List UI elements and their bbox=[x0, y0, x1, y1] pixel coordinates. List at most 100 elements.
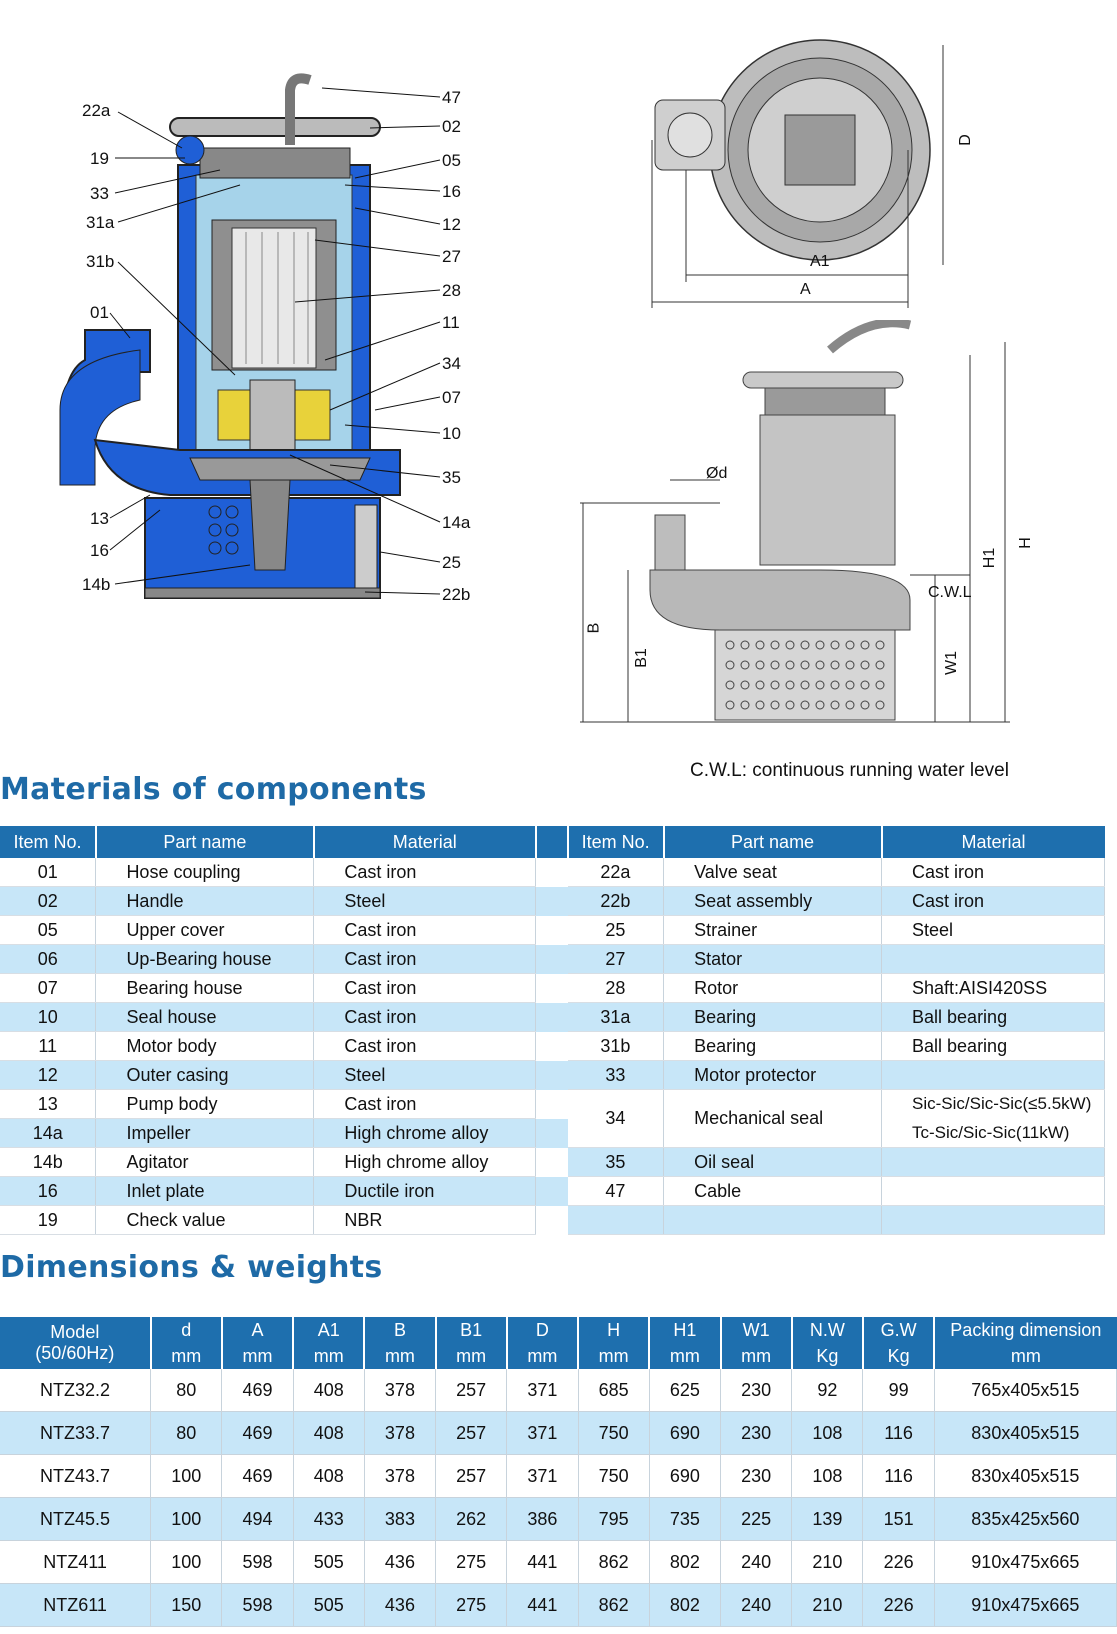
dim-cell: 80 bbox=[150, 1411, 223, 1455]
dim-unit: mm bbox=[506, 1343, 580, 1369]
dim-cell: 494 bbox=[221, 1497, 294, 1541]
dim-cell: 408 bbox=[293, 1369, 365, 1412]
materials-heading: Materials of components bbox=[0, 772, 427, 807]
material: Cast iron bbox=[313, 1002, 537, 1032]
table-row: 06 Up-Bearing house Cast iron 27 Stator bbox=[0, 944, 1105, 974]
item-no: 06 bbox=[0, 944, 97, 974]
dim-unit: Kg bbox=[791, 1343, 864, 1369]
material: Ball bearing bbox=[881, 1002, 1105, 1032]
callout-27: 27 bbox=[442, 247, 461, 266]
part-name: Agitator bbox=[95, 1147, 315, 1177]
callout-34: 34 bbox=[442, 354, 461, 373]
item-no: 10 bbox=[0, 1002, 97, 1032]
callout-11: 11 bbox=[442, 313, 460, 332]
part-name: Bearing house bbox=[95, 973, 315, 1003]
dim-unit: Kg bbox=[862, 1343, 936, 1369]
dim-cell: 802 bbox=[649, 1583, 722, 1627]
dim-unit: mm bbox=[364, 1343, 437, 1369]
dim-header-model-label: Model bbox=[50, 1322, 100, 1342]
dim-cell: 240 bbox=[720, 1540, 793, 1584]
dim-label-W1: W1 bbox=[943, 651, 960, 675]
material: Steel bbox=[313, 886, 537, 916]
dim-label-B: B bbox=[585, 622, 603, 634]
material: Ball bearing bbox=[881, 1031, 1105, 1061]
dim-label-B1: B1 bbox=[632, 648, 650, 668]
part-name: Upper cover bbox=[95, 915, 315, 945]
dim-cell: 469 bbox=[221, 1411, 294, 1455]
part-name: Bearing bbox=[663, 1031, 883, 1061]
table-row: 11 Motor body Cast iron 31b Bearing Ball… bbox=[0, 1031, 1105, 1061]
dim-cell: 802 bbox=[649, 1540, 722, 1584]
dim-cell: 99 bbox=[862, 1369, 935, 1412]
dim-cell: 383 bbox=[364, 1497, 437, 1541]
dim-header-d: d bbox=[150, 1317, 223, 1343]
model-cell: NTZ32.2 bbox=[0, 1369, 152, 1412]
dim-cell: 386 bbox=[506, 1497, 579, 1541]
table-row: 19 Check value NBR bbox=[0, 1205, 1105, 1235]
dim-cell: 139 bbox=[791, 1497, 864, 1541]
part-name: Seat assembly bbox=[663, 886, 883, 916]
table-row: 01 Hose coupling Cast iron 22a Valve sea… bbox=[0, 858, 1105, 887]
dim-cell: 116 bbox=[862, 1454, 935, 1498]
dim-cell: 830x405x515 bbox=[934, 1454, 1117, 1498]
dim-header-packing: Packing dimension bbox=[934, 1317, 1117, 1343]
dim-cell: 735 bbox=[649, 1497, 722, 1541]
dim-cell: 598 bbox=[221, 1583, 294, 1627]
part-name: Oil seal bbox=[663, 1147, 883, 1177]
part-name: Hose coupling bbox=[95, 858, 315, 887]
dim-header-A1: A1 bbox=[293, 1317, 366, 1343]
callout-31a: 31a bbox=[86, 213, 115, 232]
dim-cell: 910x475x665 bbox=[934, 1540, 1117, 1584]
part-name: Stator bbox=[663, 944, 883, 974]
dim-cell: 795 bbox=[578, 1497, 650, 1541]
dim-cell: 150 bbox=[150, 1583, 223, 1627]
item-no: 02 bbox=[0, 886, 97, 916]
item-no: 28 bbox=[567, 973, 665, 1003]
material: NBR bbox=[313, 1205, 537, 1235]
material: Cast iron bbox=[881, 886, 1105, 916]
callout-16-left: 16 bbox=[90, 541, 109, 560]
dim-header-model: Model (50/60Hz) bbox=[0, 1317, 152, 1369]
item-no: 25 bbox=[567, 915, 665, 945]
dim-header-A: A bbox=[221, 1317, 295, 1343]
dim-cell: 257 bbox=[435, 1454, 508, 1498]
dim-cell: 100 bbox=[150, 1497, 223, 1541]
dim-cell: 862 bbox=[578, 1540, 650, 1584]
mat-header-material-left: Material bbox=[313, 826, 537, 858]
dim-header-D: D bbox=[506, 1317, 580, 1343]
dim-cell: 257 bbox=[435, 1411, 508, 1455]
dim-cell: 210 bbox=[791, 1540, 864, 1584]
part-name: Motor protector bbox=[663, 1060, 883, 1090]
callout-14b: 14b bbox=[82, 575, 111, 594]
dim-label-A1: A1 bbox=[810, 253, 830, 270]
material: Cast iron bbox=[313, 858, 537, 887]
dim-unit: mm bbox=[578, 1343, 651, 1369]
callout-47: 47 bbox=[442, 88, 461, 107]
part-name: Impeller bbox=[95, 1118, 315, 1148]
item-no: 27 bbox=[567, 944, 665, 974]
item-no: 16 bbox=[0, 1176, 97, 1206]
part-name: Strainer bbox=[663, 915, 883, 945]
mat-header-item-left: Item No. bbox=[0, 826, 97, 858]
dim-label-H1: H1 bbox=[981, 547, 999, 569]
part-name: Seal house bbox=[95, 1002, 315, 1032]
dim-header-H1: H1 bbox=[649, 1317, 722, 1343]
materials-table: Item No. Part name Material Item No. Par… bbox=[0, 826, 1105, 1235]
callout-31b: 31b bbox=[86, 252, 115, 271]
dim-cell: 240 bbox=[720, 1583, 793, 1627]
dim-header-W1: W1 bbox=[720, 1317, 793, 1343]
dim-cell: 750 bbox=[578, 1454, 650, 1498]
callout-07: 07 bbox=[442, 388, 461, 407]
dim-cell: 505 bbox=[293, 1540, 365, 1584]
dim-cell: 226 bbox=[862, 1540, 935, 1584]
dim-cell: 378 bbox=[364, 1369, 437, 1412]
cwl-note: C.W.L: continuous running water level bbox=[690, 760, 1009, 781]
dim-cell: 108 bbox=[791, 1454, 864, 1498]
dim-cell: 505 bbox=[293, 1583, 365, 1627]
callout-19: 19 bbox=[90, 149, 109, 168]
dim-cell: 830x405x515 bbox=[934, 1411, 1117, 1455]
